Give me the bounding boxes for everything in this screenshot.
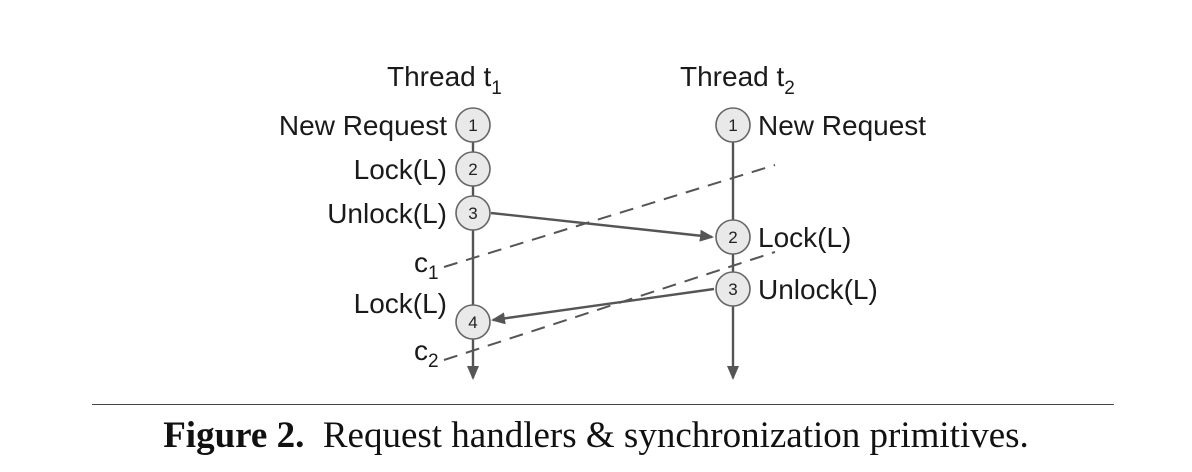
figure-number: Figure 2. — [163, 415, 305, 456]
svg-text:1: 1 — [468, 116, 477, 135]
svg-text:3: 3 — [728, 280, 737, 299]
message-arrow-t1-unlock-to-t2-lock — [490, 211, 714, 242]
thread-1-node-4: 4 — [455, 304, 491, 340]
cut-line-c2 — [443, 251, 776, 361]
figure-caption: Figure 2. Request handlers & synchroniza… — [0, 414, 1192, 457]
t1-new-request-label: New Request — [279, 110, 447, 141]
t2-new-request-label: New Request — [758, 110, 926, 141]
svg-text:3: 3 — [468, 204, 477, 223]
cut-label-c2: c2 — [414, 335, 439, 372]
thread-1-title: Thread t1 — [387, 61, 502, 99]
thread-1-node-3: 3 — [455, 195, 491, 231]
t1-lock-2-label: Lock(L) — [354, 288, 447, 319]
thread-1-node-1: 1 — [455, 107, 491, 143]
t1-unlock-label: Unlock(L) — [327, 198, 447, 229]
t2-unlock-label: Unlock(L) — [758, 274, 878, 305]
svg-text:1: 1 — [728, 116, 737, 135]
t2-lock-label: Lock(L) — [758, 222, 851, 253]
message-arrow-t2-unlock-to-t1-lock — [491, 287, 715, 325]
thread-2-node-1: 1 — [715, 107, 751, 143]
thread-2-node-3: 3 — [715, 271, 751, 307]
thread-1-node-2: 2 — [455, 151, 491, 187]
svg-text:2: 2 — [728, 228, 737, 247]
thread-2-title: Thread t2 — [680, 61, 795, 99]
caption-rule — [92, 404, 1114, 405]
svg-text:2: 2 — [468, 160, 477, 179]
cut-line-c1 — [443, 164, 776, 268]
t1-lock-label: Lock(L) — [354, 154, 447, 185]
cut-label-c1: c1 — [414, 247, 439, 284]
caption-text: Request handlers & synchronization primi… — [322, 415, 1029, 456]
svg-text:4: 4 — [468, 313, 477, 332]
thread-2-node-2: 2 — [715, 219, 751, 255]
